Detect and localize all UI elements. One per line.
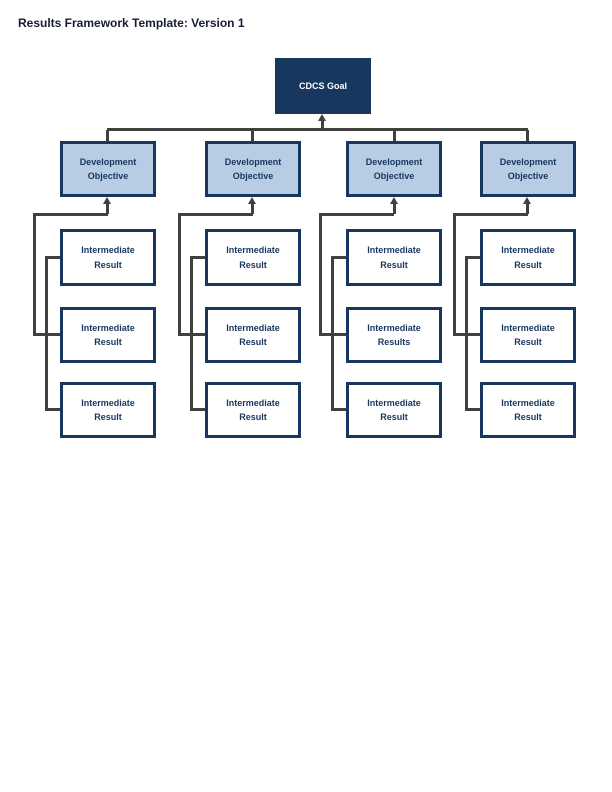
result-box-4-1: Intermediate Result xyxy=(480,229,576,286)
objective-label: Development Objective xyxy=(365,156,423,181)
connector-line xyxy=(331,408,346,411)
connector-line xyxy=(331,256,346,259)
connector-line xyxy=(33,213,108,216)
result-label: Intermediate Result xyxy=(501,322,555,347)
connector-line xyxy=(321,120,324,130)
result-label: Intermediate Results xyxy=(367,322,421,347)
connector-line xyxy=(190,256,193,411)
connector-line xyxy=(393,203,396,214)
connector-line xyxy=(107,128,528,131)
result-box-3-2: Intermediate Results xyxy=(346,307,442,363)
connector-line xyxy=(251,130,254,141)
result-label: Intermediate Result xyxy=(81,397,135,422)
result-box-1-1: Intermediate Result xyxy=(60,229,156,286)
connector-line xyxy=(178,213,181,336)
objective-box-4: Development Objective xyxy=(480,141,576,197)
result-label: Intermediate Result xyxy=(501,397,555,422)
arrow-up-icon xyxy=(248,197,256,204)
connector-line xyxy=(33,213,36,336)
objective-box-2: Development Objective xyxy=(205,141,301,197)
result-label: Intermediate Result xyxy=(81,322,135,347)
result-label: Intermediate Result xyxy=(81,245,135,270)
connector-line xyxy=(453,213,456,336)
connector-line xyxy=(190,408,205,411)
arrow-up-icon xyxy=(103,197,111,204)
connector-line xyxy=(45,408,60,411)
connector-line xyxy=(45,256,48,411)
result-box-2-2: Intermediate Result xyxy=(205,307,301,363)
connector-line xyxy=(319,213,322,336)
result-box-2-3: Intermediate Result xyxy=(205,382,301,438)
result-label: Intermediate Result xyxy=(226,397,280,422)
objective-label: Development Objective xyxy=(79,156,137,181)
result-box-1-2: Intermediate Result xyxy=(60,307,156,363)
result-label: Intermediate Result xyxy=(501,245,555,270)
result-box-4-3: Intermediate Result xyxy=(480,382,576,438)
arrow-up-icon xyxy=(390,197,398,204)
connector-line xyxy=(465,256,480,259)
connector-line xyxy=(106,203,109,214)
result-box-3-3: Intermediate Result xyxy=(346,382,442,438)
connector-line xyxy=(465,256,468,411)
connector-line xyxy=(190,256,205,259)
connector-line xyxy=(526,130,529,141)
arrow-up-icon xyxy=(523,197,531,204)
page-title: Results Framework Template: Version 1 xyxy=(18,16,245,30)
connector-line xyxy=(45,256,60,259)
connector-line xyxy=(106,130,109,141)
objective-box-1: Development Objective xyxy=(60,141,156,197)
objective-box-3: Development Objective xyxy=(346,141,442,197)
result-box-3-1: Intermediate Result xyxy=(346,229,442,286)
result-label: Intermediate Result xyxy=(367,245,421,270)
objective-label: Development Objective xyxy=(224,156,282,181)
result-label: Intermediate Result xyxy=(226,322,280,347)
goal-label: CDCS Goal xyxy=(298,80,347,91)
connector-line xyxy=(331,256,334,411)
connector-line xyxy=(319,213,394,216)
connector-line xyxy=(526,203,529,214)
arrow-up-icon xyxy=(318,114,326,121)
result-label: Intermediate Result xyxy=(367,397,421,422)
result-box-1-3: Intermediate Result xyxy=(60,382,156,438)
connector-line xyxy=(251,203,254,214)
goal-box: CDCS Goal xyxy=(275,58,371,114)
connector-line xyxy=(178,213,253,216)
result-box-2-1: Intermediate Result xyxy=(205,229,301,286)
connector-line xyxy=(393,130,396,141)
objective-label: Development Objective xyxy=(499,156,557,181)
result-box-4-2: Intermediate Result xyxy=(480,307,576,363)
connector-line xyxy=(465,408,480,411)
result-label: Intermediate Result xyxy=(226,245,280,270)
connector-line xyxy=(453,213,528,216)
